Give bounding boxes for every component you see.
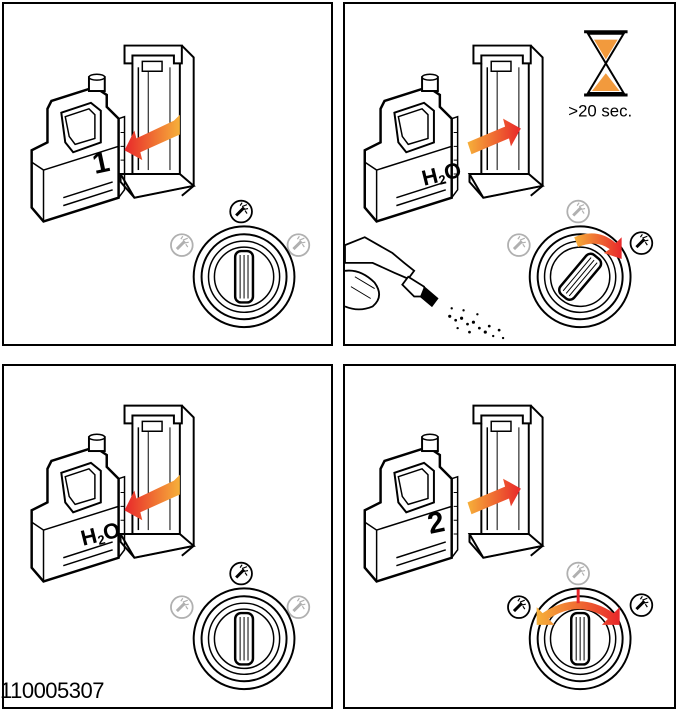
step-panel-3: H2O <box>2 364 333 709</box>
spray-nozzle-icon <box>228 561 254 586</box>
remove-arrow <box>467 478 521 515</box>
spray-nozzle-icon <box>506 232 532 258</box>
tank-label: 2 <box>425 505 448 541</box>
spray-nozzle-icon <box>169 232 195 258</box>
rotate-both-arrow <box>536 601 620 625</box>
bracket-holder <box>119 404 195 559</box>
rotary-knob <box>192 587 296 691</box>
step-1-illustration: 1 <box>30 44 311 329</box>
rotate-arrow <box>574 233 622 259</box>
tank-label: 1 <box>89 145 112 181</box>
tank <box>30 72 126 223</box>
bracket-holder <box>119 44 195 199</box>
tank <box>363 72 459 223</box>
spray-nozzle-icon <box>565 561 591 586</box>
spray-nozzle-icon <box>286 232 311 258</box>
step-panel-1: 1 <box>2 2 333 346</box>
spray-nozzle-icon <box>169 594 195 620</box>
document-id: 110005307 <box>0 678 105 703</box>
rotary-knob <box>507 204 653 344</box>
step-2-illustration: H2O >20 sec. <box>345 30 654 344</box>
hourglass-icon <box>584 30 628 97</box>
insert-arrow <box>124 114 180 161</box>
spray-nozzle-icon <box>506 594 532 620</box>
spray-gun <box>345 236 505 340</box>
step-panel-4: 2 <box>343 364 676 709</box>
spray-nozzle-icon <box>565 199 591 224</box>
insert-arrow <box>124 474 180 521</box>
rotary-knob <box>192 225 296 329</box>
tank <box>30 433 126 583</box>
timer-text: >20 sec. <box>568 102 632 121</box>
step-3-illustration: H2O <box>30 404 311 691</box>
tank <box>363 433 459 583</box>
remove-arrow <box>467 118 521 155</box>
spray-nozzle-icon <box>286 594 311 620</box>
step-4-illustration: 2 <box>363 404 654 691</box>
spray-nozzle-icon <box>228 199 254 224</box>
step-panel-2: H2O >20 sec. <box>343 2 676 346</box>
spray-nozzle-icon <box>629 592 654 618</box>
spray-nozzle-icon <box>629 230 654 256</box>
